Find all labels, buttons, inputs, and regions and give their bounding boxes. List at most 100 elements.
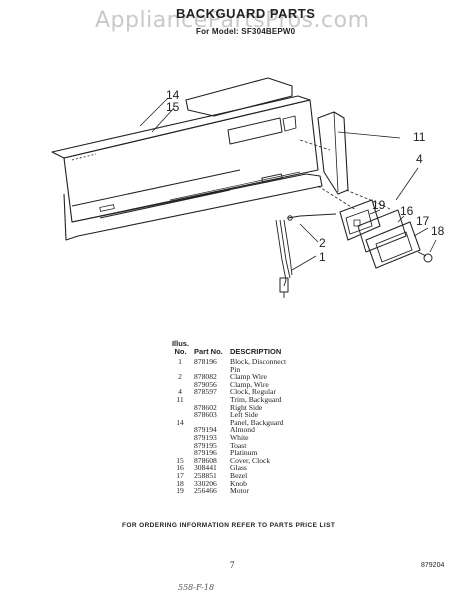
illus-no: 1	[178, 357, 182, 366]
callout-19: 19	[372, 198, 386, 212]
header-illus-no: Illus. No.	[171, 339, 190, 356]
illus-no	[170, 381, 194, 389]
description: Block, Disconnect	[230, 357, 287, 366]
wire-harness	[275, 219, 287, 287]
header-description: DESCRIPTION	[230, 347, 282, 356]
illus-no: 14	[176, 417, 184, 427]
clock-glass	[357, 209, 407, 253]
illus-no	[170, 404, 194, 412]
description: Bezel	[230, 470, 248, 480]
illus-no	[170, 366, 194, 374]
illus-no: 15	[176, 455, 184, 465]
part-no: 879193	[194, 432, 217, 442]
part-no: 879194	[194, 425, 217, 435]
callout-4: 4	[416, 152, 423, 166]
description: Cover, Clock	[230, 455, 271, 465]
part-no: 878597	[194, 387, 217, 397]
model-subtitle: For Model: SF304BEPW0	[196, 27, 296, 36]
part-no: 879195	[194, 440, 217, 450]
illus-no	[170, 426, 194, 434]
illus-no: 16	[176, 463, 184, 473]
table-row: 1 878196 Block, Disconnect	[170, 358, 290, 366]
parts-table-header: Illus. No. Part No. DESCRIPTION	[170, 340, 290, 358]
part-no: 879196	[194, 448, 217, 458]
table-row: 878602 Right Side	[170, 402, 290, 412]
clock-bezel	[365, 221, 421, 269]
page-number: 7	[230, 560, 235, 570]
table-row: 879196 Platinum	[170, 449, 290, 457]
callout-18: 18	[431, 224, 445, 238]
part-no: 878196	[194, 357, 217, 366]
part-no: 878608	[194, 455, 217, 465]
illus-no: 17	[176, 470, 184, 480]
description: Left Side	[230, 410, 259, 420]
description: Clamp Wire	[230, 372, 267, 382]
table-row: 15 878608 Cover, Clock	[170, 457, 290, 465]
part-no: 256466	[194, 486, 217, 496]
description: Clamp, Wire	[230, 379, 269, 389]
description: Motor	[230, 486, 249, 496]
clock-window	[227, 117, 283, 145]
callout-11: 11	[413, 130, 426, 144]
document-number: 879204	[421, 562, 445, 569]
part-no: 258851	[194, 470, 217, 480]
callout-2: 2	[319, 236, 326, 250]
backguard-lower-lip	[63, 193, 73, 241]
description: Pin	[230, 364, 241, 374]
side-trim	[317, 111, 349, 195]
table-row: 879193 White	[170, 434, 290, 442]
table-row: 19 256466 Motor	[170, 487, 290, 495]
description: Platinum	[230, 448, 258, 458]
callout-15: 15	[166, 100, 180, 114]
part-no: 878082	[194, 372, 217, 382]
part-no: 878602	[194, 402, 217, 412]
description: Trim, Backguard	[230, 394, 282, 404]
table-row: 18 330206 Knob	[170, 478, 290, 488]
description: Almond	[230, 425, 255, 435]
handwritten-note: 558-F-18	[178, 583, 215, 592]
table-row: 4 878597 Clock, Regular	[170, 388, 290, 396]
illus-no: 18	[176, 478, 184, 488]
description: Clock, Regular	[230, 387, 276, 397]
description: White	[230, 432, 249, 442]
table-row: 878603 Left Side	[170, 411, 290, 419]
page-title: BACKGUARD PARTS	[176, 6, 316, 21]
illus-no: 4	[178, 387, 182, 397]
exploded-parts-diagram	[51, 77, 437, 298]
part-no: 879056	[194, 379, 217, 389]
illus-no: 19	[176, 486, 184, 496]
part-no: 878603	[194, 410, 217, 420]
clock-motor	[339, 199, 381, 241]
callout-1: 1	[319, 250, 326, 264]
callout-14: 14	[166, 88, 180, 102]
table-row: 2 878082 Clamp Wire	[170, 373, 290, 381]
callout-17: 17	[416, 214, 430, 228]
description: Right Side	[230, 402, 263, 412]
part-no: 308441	[194, 463, 217, 473]
backguard-top-flange	[51, 95, 311, 159]
clock-cover	[185, 77, 293, 117]
illus-no: 11	[176, 394, 184, 404]
table-row: 17 258851 Bezel	[170, 472, 290, 480]
ordering-footer: FOR ORDERING INFORMATION REFER TO PARTS …	[122, 522, 336, 529]
illus-no	[170, 434, 194, 442]
table-row: 11 Trim, Backguard	[170, 396, 290, 404]
table-row: 879194 Almond	[170, 426, 290, 434]
table-row: Pin	[170, 364, 290, 374]
illus-no	[170, 442, 194, 450]
table-row: 16 308441 Glass	[170, 464, 290, 472]
backguard-front-panel	[63, 99, 319, 223]
header-part-no: Part No.	[194, 347, 223, 356]
clock-knob	[423, 253, 433, 263]
illus-no: 2	[178, 372, 182, 382]
description: Toast	[230, 440, 247, 450]
table-row: 879056 Clamp, Wire	[170, 381, 290, 389]
part-no: 330206	[194, 478, 217, 488]
description: Knob	[230, 478, 247, 488]
wire-clamp	[287, 213, 337, 219]
watermark: AppliancePartsPros.com	[95, 8, 370, 33]
description: Glass	[230, 463, 247, 473]
table-row: 879195 Toast	[170, 440, 290, 450]
